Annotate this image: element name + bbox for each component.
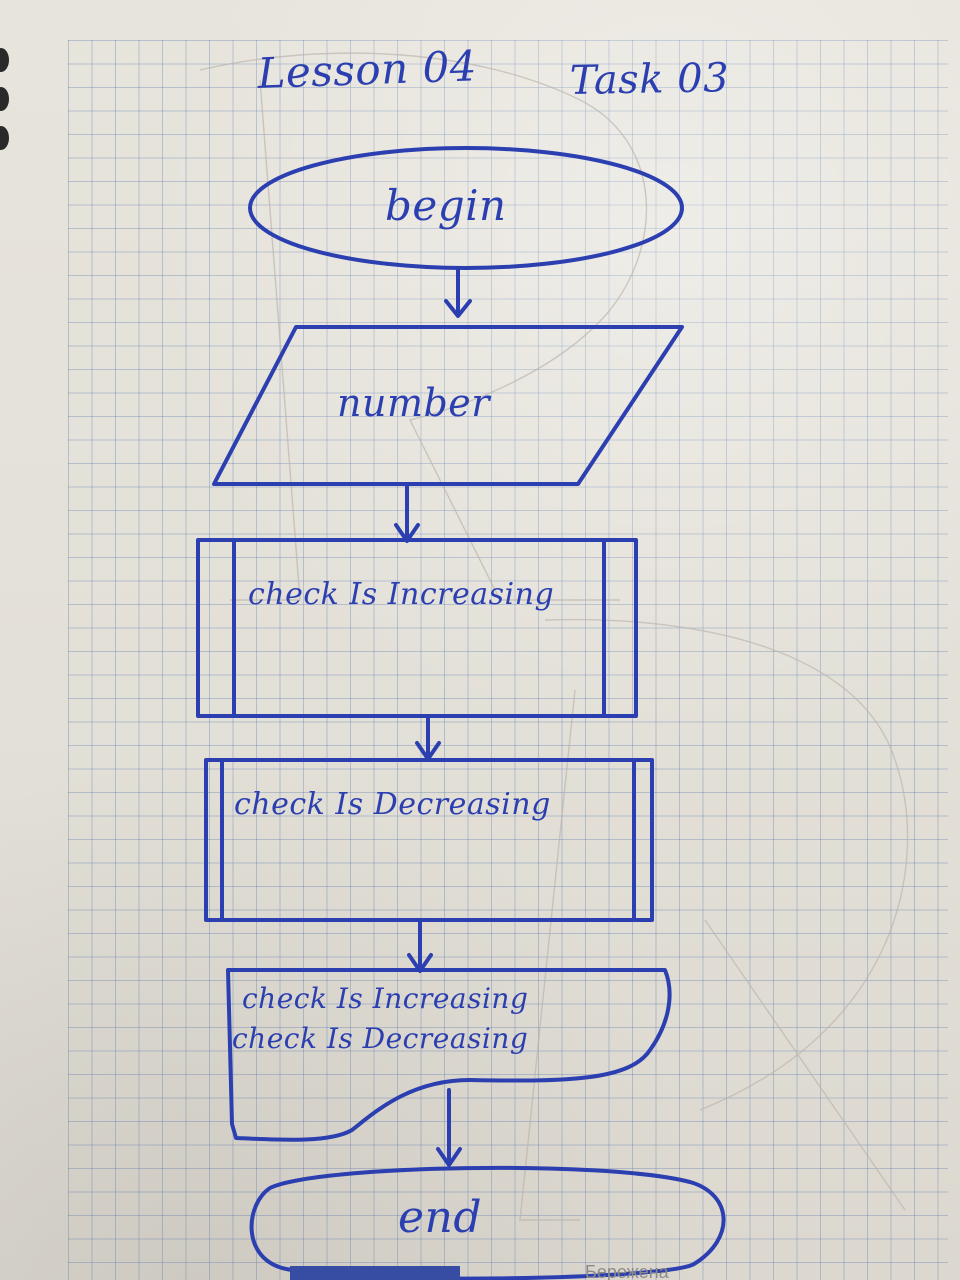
task-title: Task 03: [569, 55, 729, 104]
binder-hole: [0, 126, 9, 150]
binder-hole: [0, 87, 9, 111]
process-increasing-label: check Is Increasing: [248, 577, 554, 612]
binder-hole: [0, 48, 9, 72]
predefined-process-decreasing: [204, 758, 654, 922]
begin-label: begin: [385, 181, 507, 230]
process-decreasing-label: check Is Decreasing: [234, 787, 551, 822]
end-terminator: [249, 1165, 726, 1280]
predefined-process-increasing: [196, 538, 638, 718]
printed-footer-text: Бережена: [585, 1262, 669, 1280]
arrowhead-icon: [444, 299, 472, 318]
document-line-1: check Is Increasing: [242, 982, 528, 1015]
printed-blue-strip: [290, 1266, 460, 1280]
document-line-2: check Is Decreasing: [232, 1022, 528, 1055]
watermark: [199, 52, 909, 1221]
begin-terminator: [248, 146, 684, 270]
arrowhead-icon: [436, 1147, 462, 1167]
input-parallelogram: [212, 325, 684, 486]
end-label: end: [398, 1192, 482, 1243]
input-label: number: [337, 381, 492, 425]
lesson-title: Lesson 04: [256, 41, 478, 98]
document-shape: [226, 968, 672, 1142]
grid-paper: [68, 40, 948, 1280]
